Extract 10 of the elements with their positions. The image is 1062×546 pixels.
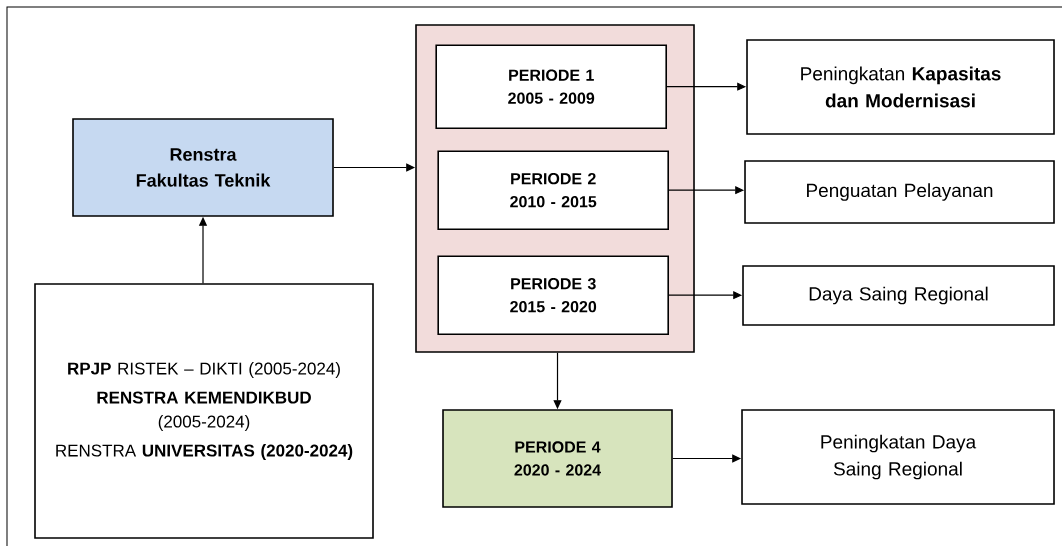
result-box: Peningkatan Daya Saing Regional — [741, 409, 1055, 505]
period-box: PERIODE 1 2005 - 2009 — [435, 44, 667, 129]
source-box: RPJP RISTEK – DIKTI (2005-2024) RENSTRA KEMENDIKBUD (2005-2024) RENSTRA UNIVERSITAS (2020-2024) — [34, 283, 374, 539]
result-box: Peningkatan Kapasitas dan Modernisasi — [746, 39, 1055, 135]
period-box: PERIODE 3 2015 - 2020 — [437, 255, 669, 335]
period-box: PERIODE 2 2010 - 2015 — [437, 150, 669, 230]
process-box: Renstra Fakultas Teknik — [72, 118, 334, 217]
period-box: PERIODE 4 2020 - 2024 — [442, 409, 673, 508]
result-box: Daya Saing Regional — [742, 265, 1055, 326]
result-box: Penguatan Pelayanan — [744, 160, 1055, 224]
